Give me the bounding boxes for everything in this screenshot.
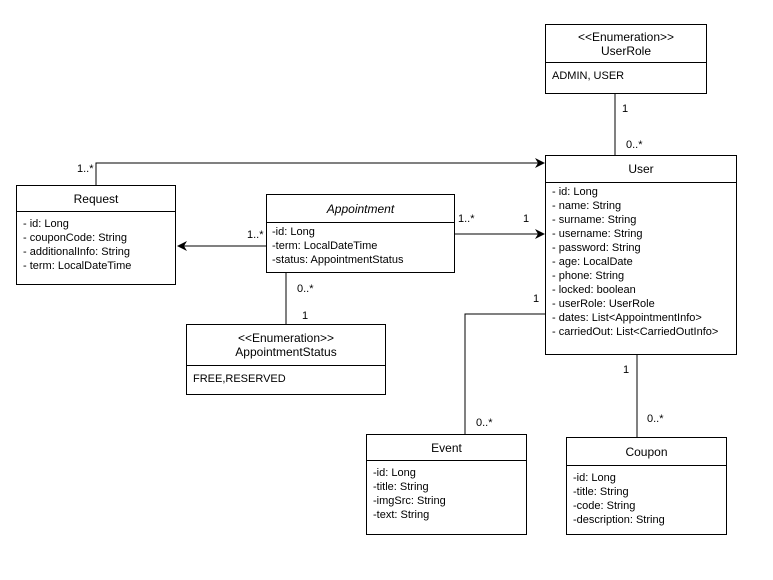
multiplicity-label: 1..* bbox=[458, 213, 475, 225]
user-attributes: - id: Long - name: String - surname: Str… bbox=[546, 183, 736, 341]
appointment-name: Appointment bbox=[326, 201, 395, 216]
attribute: -term: LocalDateTime bbox=[272, 240, 378, 252]
attribute: - password: String bbox=[552, 242, 641, 254]
attribute: -id: Long bbox=[373, 467, 416, 479]
attribute: - term: LocalDateTime bbox=[23, 260, 132, 272]
attribute: - username: String bbox=[552, 228, 643, 240]
multiplicity-label: 1 bbox=[622, 103, 629, 115]
multiplicity-label: 1..* bbox=[77, 163, 94, 175]
userrole-attributes: ADMIN, USER bbox=[546, 63, 706, 85]
multiplicity-label: 0..* bbox=[476, 417, 493, 429]
userrole-name: UserRole bbox=[600, 43, 651, 58]
appointment-attributes: -id: Long -term: LocalDateTime -status: … bbox=[267, 223, 454, 269]
attribute: -title: String bbox=[373, 481, 429, 493]
coupon-attributes: -id: Long -title: String -code: String -… bbox=[567, 466, 726, 529]
multiplicity-label: 1 bbox=[623, 364, 630, 376]
attribute: -id: Long bbox=[272, 226, 315, 238]
attribute: - surname: String bbox=[552, 214, 637, 226]
attribute: - additionalInfo: String bbox=[23, 246, 131, 258]
attribute: - carriedOut: List<CarriedOutInfo> bbox=[552, 326, 719, 338]
attribute: -text: String bbox=[373, 509, 430, 521]
attribute: - age: LocalDate bbox=[552, 256, 633, 268]
attribute: - locked: boolean bbox=[552, 284, 636, 296]
coupon-header: Coupon bbox=[567, 438, 726, 466]
multiplicity-label: 1 bbox=[302, 310, 309, 322]
attribute: - phone: String bbox=[552, 270, 625, 282]
appointment-class[interactable]: Appointment -id: Long -term: LocalDateTi… bbox=[266, 194, 455, 273]
appointmentstatus-attributes: FREE,RESERVED bbox=[187, 366, 385, 388]
attribute: - userRole: UserRole bbox=[552, 298, 655, 310]
multiplicity-label: 1 bbox=[533, 293, 540, 305]
coupon-class[interactable]: Coupon -id: Long -title: String -code: S… bbox=[566, 437, 727, 535]
request-header: Request bbox=[17, 186, 175, 212]
multiplicity-label: 0..* bbox=[647, 413, 664, 425]
attribute: -description: String bbox=[573, 514, 665, 526]
appointmentstatus-value: FREE,RESERVED bbox=[193, 373, 286, 385]
user-event-connector bbox=[464, 313, 545, 434]
request-user-connector bbox=[95, 158, 545, 185]
multiplicity-label: 0..* bbox=[297, 283, 314, 295]
attribute: - dates: List<AppointmentInfo> bbox=[552, 312, 702, 324]
request-attributes: - id: Long - couponCode: String - additi… bbox=[17, 212, 175, 275]
attribute: -id: Long bbox=[573, 472, 616, 484]
attribute: -imgSrc: String bbox=[373, 495, 446, 507]
appointmentstatus-stereotype: <<Enumeration>> bbox=[237, 331, 335, 345]
user-name: User bbox=[628, 162, 654, 176]
userrole-value: ADMIN, USER bbox=[552, 70, 625, 82]
userrole-class[interactable]: <<Enumeration>> UserRole ADMIN, USER bbox=[545, 24, 707, 94]
request-class[interactable]: Request - id: Long - couponCode: String … bbox=[16, 185, 176, 285]
appointmentstatus-header: <<Enumeration>> AppointmentStatus bbox=[187, 325, 385, 366]
appointmentstatus-name: AppointmentStatus bbox=[235, 345, 337, 359]
appointmentstatus-class[interactable]: <<Enumeration>> AppointmentStatus FREE,R… bbox=[186, 324, 386, 395]
attribute: - id: Long bbox=[552, 186, 598, 198]
event-attributes: -id: Long -title: String -imgSrc: String… bbox=[367, 461, 526, 524]
appointment-header: Appointment bbox=[267, 195, 454, 223]
multiplicity-label: 0..* bbox=[626, 139, 643, 151]
attribute: -status: AppointmentStatus bbox=[272, 254, 404, 266]
coupon-name: Coupon bbox=[625, 444, 668, 459]
attribute: - couponCode: String bbox=[23, 232, 127, 244]
userrole-stereotype: <<Enumeration>> bbox=[577, 29, 675, 44]
event-class[interactable]: Event -id: Long -title: String -imgSrc: … bbox=[366, 434, 527, 535]
attribute: - name: String bbox=[552, 200, 622, 212]
attribute: -title: String bbox=[573, 486, 629, 498]
request-name: Request bbox=[73, 191, 119, 206]
userrole-header: <<Enumeration>> UserRole bbox=[546, 25, 706, 63]
multiplicity-label: 1 bbox=[523, 213, 530, 225]
multiplicity-label: 1..* bbox=[247, 229, 264, 241]
event-name: Event bbox=[431, 440, 462, 455]
user-header: User bbox=[546, 156, 736, 183]
user-class[interactable]: User - id: Long - name: String - surname… bbox=[545, 155, 737, 355]
attribute: - id: Long bbox=[23, 218, 69, 230]
event-header: Event bbox=[367, 435, 526, 461]
attribute: -code: String bbox=[573, 500, 636, 512]
